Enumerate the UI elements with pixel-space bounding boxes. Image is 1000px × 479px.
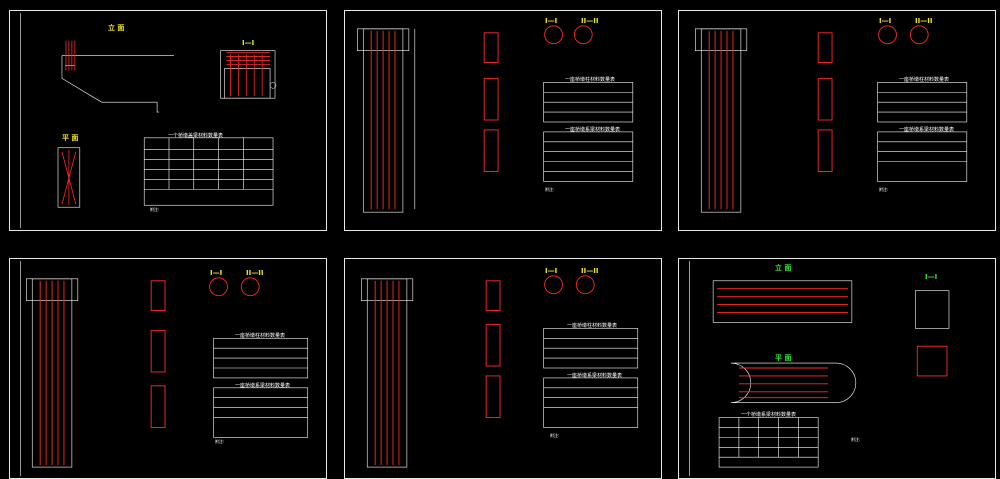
tie-beam-drawing xyxy=(689,260,950,477)
pier-4-table-title-2: 一座桥墩系梁材料数量表 xyxy=(567,373,623,379)
cap-beam-plan-title: 平 面 xyxy=(62,134,79,142)
pier-2-section-2-title: II—II xyxy=(915,17,933,25)
pier-4-drawing xyxy=(360,275,639,468)
cap-beam-section-title: I—I xyxy=(242,39,255,47)
drawing-sheet-tie-beam[interactable]: 立 面 平 面 I—I 一个桥墩系梁材料数量表 附注: xyxy=(678,258,996,479)
pier-3-table-title-1: 一座桥墩柱材料数量表 xyxy=(235,333,286,339)
pier-3-table-title-2: 一座桥墩系梁材料数量表 xyxy=(235,383,291,389)
pier-1-table-title-2: 一座桥墩系梁材料数量表 xyxy=(565,127,621,133)
pier-1-drawing xyxy=(357,25,634,213)
tie-beam-table-title: 一个桥墩系梁材料数量表 xyxy=(741,412,797,418)
drawing-sheet-pier-1[interactable]: I—I II—II 一座桥墩柱材料数量表 一座桥墩系梁材料数量表 附注: xyxy=(344,10,662,231)
pier-1-notes-label: 附注: xyxy=(545,187,555,192)
pier-1-section-2-title: II—II xyxy=(581,17,599,25)
pier-3-section-2-title: II—II xyxy=(246,269,264,277)
tie-beam-section-title: I—I xyxy=(925,273,938,281)
pier-2-notes-label: 附注: xyxy=(879,187,889,192)
tie-beam-notes-label: 附注: xyxy=(851,437,861,442)
pier-4-notes-label: 附注: xyxy=(550,433,560,438)
pier-4-section-1-title: I—I xyxy=(545,267,558,275)
tie-beam-plan-title: 平 面 xyxy=(775,354,792,362)
drawing-sheet-pier-3[interactable]: I—I II—II 一座桥墩柱材料数量表 一座桥墩系梁材料数量表 附注: xyxy=(9,258,327,479)
pier-1-table-title-1: 一座桥墩柱材料数量表 xyxy=(565,77,616,83)
pier-3-drawing xyxy=(20,260,309,477)
tie-beam-elevation-title: 立 面 xyxy=(775,264,792,272)
drawing-sheet-pier-4[interactable]: I—I II—II 一座桥墩柱材料数量表 一座桥墩系梁材料数量表 附注: xyxy=(344,258,662,479)
drawing-sheet-cap-beam[interactable]: 立 面 I—I 平 面 一个桥墩盖梁材料数量表 附注: xyxy=(9,10,327,231)
cap-beam-notes-label: 附注: xyxy=(150,207,160,212)
drawing-sheet-pier-2[interactable]: I—I II—II 一座桥墩柱材料数量表 一座桥墩系梁材料数量表 附注: xyxy=(678,10,996,231)
cap-beam-drawing xyxy=(20,12,277,229)
cap-beam-elevation-title: 立 面 xyxy=(108,24,125,32)
pier-2-section-1-title: I—I xyxy=(879,17,892,25)
pier-4-table-title-1: 一座桥墩柱材料数量表 xyxy=(567,323,618,329)
cap-beam-table-title: 一个桥墩盖梁材料数量表 xyxy=(168,133,224,139)
pier-3-notes-label: 附注: xyxy=(215,439,225,444)
pier-2-table-title-2: 一座桥墩系梁材料数量表 xyxy=(899,127,955,133)
pier-1-section-1-title: I—I xyxy=(545,17,558,25)
pier-3-section-1-title: I—I xyxy=(210,269,223,277)
pier-4-section-2-title: II—II xyxy=(581,267,599,275)
pier-2-drawing xyxy=(694,25,968,213)
pier-2-table-title-1: 一座桥墩柱材料数量表 xyxy=(899,77,950,83)
